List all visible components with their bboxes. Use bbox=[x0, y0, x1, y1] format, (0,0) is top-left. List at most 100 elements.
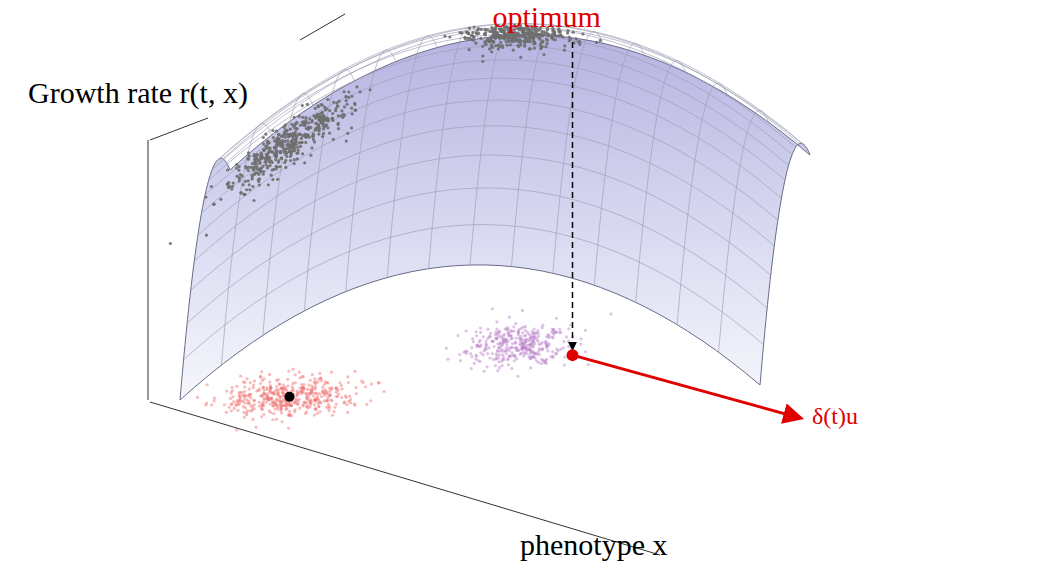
phenotype-dot bbox=[494, 44, 497, 47]
phenotype-dot bbox=[292, 148, 295, 151]
phenotype-dot bbox=[273, 401, 276, 404]
phenotype-dot bbox=[294, 408, 297, 411]
phenotype-dot bbox=[313, 377, 316, 380]
phenotype-dot bbox=[301, 116, 304, 119]
phenotype-dot bbox=[540, 46, 543, 49]
phenotype-dot bbox=[565, 335, 568, 338]
phenotype-dot bbox=[272, 412, 275, 415]
phenotype-dot bbox=[350, 95, 353, 98]
phenotype-dot bbox=[486, 328, 489, 331]
phenotype-dot bbox=[276, 136, 279, 139]
phenotype-dot bbox=[302, 375, 305, 378]
phenotype-dot bbox=[554, 330, 557, 333]
phenotype-dot bbox=[305, 405, 308, 408]
phenotype-dot bbox=[277, 378, 280, 381]
surface-grid bbox=[212, 34, 792, 169]
phenotype-dot bbox=[524, 340, 527, 343]
phenotype-dot bbox=[306, 388, 309, 391]
phenotype-dot bbox=[268, 380, 271, 383]
phenotype-dot bbox=[510, 39, 513, 42]
phenotype-dot bbox=[270, 150, 273, 153]
phenotype-dot bbox=[299, 145, 302, 148]
phenotype-dot bbox=[324, 380, 327, 383]
phenotype-dot bbox=[365, 403, 368, 406]
phenotype-dot bbox=[497, 330, 500, 333]
phenotype-dot bbox=[287, 413, 290, 416]
phenotype-dot bbox=[328, 109, 331, 112]
axis-line bbox=[148, 140, 149, 400]
phenotype-dot bbox=[300, 137, 303, 140]
phenotype-dot bbox=[264, 133, 267, 136]
phenotype-dot bbox=[292, 125, 295, 128]
phenotype-dot bbox=[280, 386, 283, 389]
phenotype-dot bbox=[328, 390, 331, 393]
phenotype-dot bbox=[554, 352, 557, 355]
phenotype-dot bbox=[507, 363, 510, 366]
phenotype-dot bbox=[248, 387, 251, 390]
phenotype-dot bbox=[313, 140, 316, 143]
phenotype-dot bbox=[346, 411, 349, 414]
phenotype-dot bbox=[260, 370, 263, 373]
phenotype-dot bbox=[540, 362, 543, 365]
phenotype-dot bbox=[469, 352, 472, 355]
phenotype-dot bbox=[279, 165, 282, 168]
phenotype-dot bbox=[262, 404, 265, 407]
phenotype-dot bbox=[294, 373, 297, 376]
phenotype-dot bbox=[498, 37, 501, 40]
phenotype-dot bbox=[282, 383, 285, 386]
phenotype-dot bbox=[562, 340, 565, 343]
phenotype-dot bbox=[521, 309, 524, 312]
phenotype-dot bbox=[242, 183, 245, 186]
phenotype-dot bbox=[326, 126, 329, 129]
phenotype-dot bbox=[295, 394, 298, 397]
phenotype-dot bbox=[485, 344, 488, 347]
phenotype-dot bbox=[609, 312, 612, 315]
phenotype-dot bbox=[518, 34, 521, 37]
phenotype-dot bbox=[551, 356, 554, 359]
phenotype-dot bbox=[311, 373, 314, 376]
surface-grid bbox=[187, 188, 767, 323]
phenotype-dot bbox=[291, 389, 294, 392]
phenotype-dot bbox=[257, 178, 260, 181]
phenotype-dot bbox=[269, 384, 272, 387]
phenotype-dot bbox=[251, 185, 254, 188]
phenotype-dot bbox=[294, 140, 297, 143]
phenotype-dot bbox=[271, 150, 274, 153]
phenotype-dot bbox=[519, 56, 522, 59]
phenotype-dot bbox=[524, 348, 527, 351]
phenotype-dot bbox=[506, 331, 509, 334]
phenotype-dot bbox=[259, 382, 262, 385]
phenotype-dot bbox=[291, 382, 294, 385]
phenotype-dot bbox=[562, 346, 565, 349]
phenotype-dot bbox=[579, 342, 582, 345]
phenotype-dot bbox=[486, 352, 489, 355]
phenotype-dot bbox=[271, 178, 274, 181]
phenotype-dot bbox=[377, 381, 380, 384]
phenotype-dot bbox=[238, 391, 241, 394]
phenotype-dot bbox=[305, 401, 308, 404]
phenotype-dot bbox=[315, 114, 318, 117]
phenotype-dot bbox=[247, 158, 250, 161]
phenotype-dot bbox=[274, 154, 277, 157]
phenotype-dot bbox=[243, 381, 246, 384]
phenotype-dot bbox=[285, 389, 288, 392]
phenotype-dot bbox=[320, 103, 323, 106]
phenotype-dot bbox=[499, 334, 502, 337]
phenotype-dot bbox=[257, 173, 260, 176]
phenotype-dot bbox=[353, 370, 356, 373]
phenotype-dot bbox=[528, 357, 531, 360]
phenotype-dot bbox=[238, 179, 241, 182]
phenotype-dot bbox=[490, 50, 493, 53]
axis-label: phenotype x bbox=[520, 528, 667, 561]
phenotype-dot bbox=[285, 143, 288, 146]
phenotype-dot bbox=[242, 405, 245, 408]
phenotype-dot bbox=[345, 99, 348, 102]
phenotype-dot bbox=[470, 355, 473, 358]
phenotype-dot bbox=[307, 121, 310, 124]
phenotype-dot bbox=[287, 427, 290, 430]
phenotype-dot bbox=[272, 401, 275, 404]
phenotype-dot bbox=[509, 329, 512, 332]
phenotype-dot bbox=[317, 405, 320, 408]
phenotype-dot bbox=[471, 337, 474, 340]
phenotype-dot bbox=[265, 155, 268, 158]
